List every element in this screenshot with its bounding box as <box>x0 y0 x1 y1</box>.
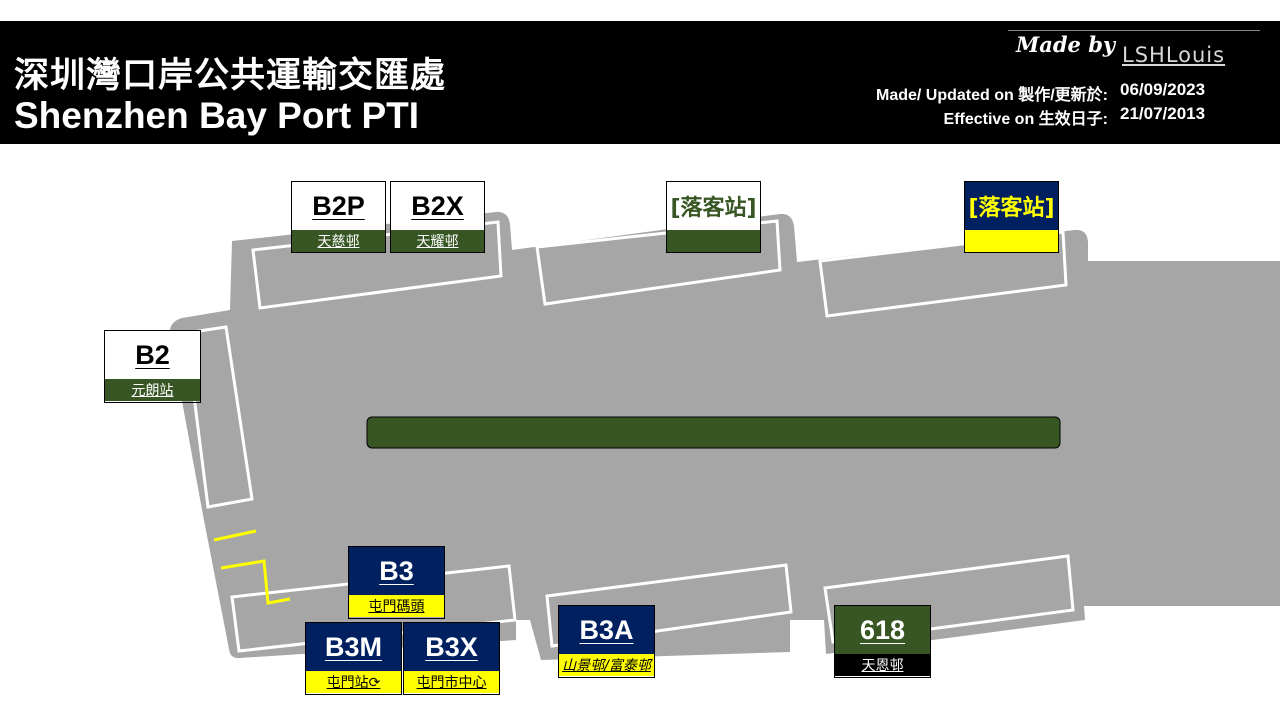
route-destination: 天耀邨 <box>391 230 484 252</box>
bay-outlines <box>184 219 1075 653</box>
stop-sign-618[interactable]: 618 天恩邨 <box>834 605 931 678</box>
route-destination: 天恩邨 <box>835 654 930 676</box>
route-destination: 屯門市中心 <box>404 671 499 693</box>
route-destination: 屯門碼頭 <box>349 595 444 617</box>
stop-sign-b3[interactable]: B3 屯門碼頭 <box>348 546 445 619</box>
stop-sign-b2[interactable]: B2 元朗站 <box>104 330 201 403</box>
central-island <box>366 416 1061 449</box>
route-destination: 元朗站 <box>105 379 200 401</box>
route-number: 618 <box>835 606 930 654</box>
route-number: B2P <box>292 182 385 230</box>
effective-date: 21/07/2013 <box>1120 104 1206 123</box>
stop-sign-b3m[interactable]: B3M 屯門站⟳ <box>305 622 402 695</box>
route-destination: 屯門站⟳ <box>306 671 401 693</box>
made-by-label: Made by <box>1016 32 1116 57</box>
stop-sign-b2x[interactable]: B2X 天耀邨 <box>390 181 485 253</box>
alighting-label: [落客站] <box>965 182 1058 230</box>
route-number: B3 <box>349 547 444 595</box>
updated-date: 06/09/2023 <box>1120 80 1206 99</box>
route-number: B2X <box>391 182 484 230</box>
updated-label: Made/ Updated on 製作/更新於: <box>875 87 1108 104</box>
stop-sign-alighting-green[interactable]: [落客站] <box>666 181 761 253</box>
route-number: B3M <box>306 623 401 671</box>
author-signature: LSHLouis <box>1122 43 1226 67</box>
route-destination: 山景邨/富泰邨 <box>559 654 654 676</box>
alighting-label: [落客站] <box>667 182 760 230</box>
stop-sign-b2p[interactable]: B2P 天慈邨 <box>291 181 386 253</box>
page-title-en: Shenzhen Bay Port PTI <box>14 95 420 136</box>
route-destination: 天慈邨 <box>292 230 385 252</box>
yellow-markings <box>213 529 291 605</box>
effective-label: Effective on 生效日子: <box>943 111 1108 128</box>
alighting-stripe <box>667 230 760 252</box>
route-number: B3X <box>404 623 499 671</box>
route-number: B3A <box>559 606 654 654</box>
header-bar: 深圳灣口岸公共運輸交匯處 Shenzhen Bay Port PTI Made … <box>0 21 1280 144</box>
credit-divider <box>1008 30 1260 31</box>
stop-sign-alighting-navy[interactable]: [落客站] <box>964 181 1059 253</box>
stop-sign-b3x[interactable]: B3X 屯門市中心 <box>403 622 500 695</box>
stop-sign-b3a[interactable]: B3A 山景邨/富泰邨 <box>558 605 655 678</box>
route-number: B2 <box>105 331 200 379</box>
page-title-zh: 深圳灣口岸公共運輸交匯處 <box>14 56 447 96</box>
alighting-stripe <box>965 230 1058 252</box>
